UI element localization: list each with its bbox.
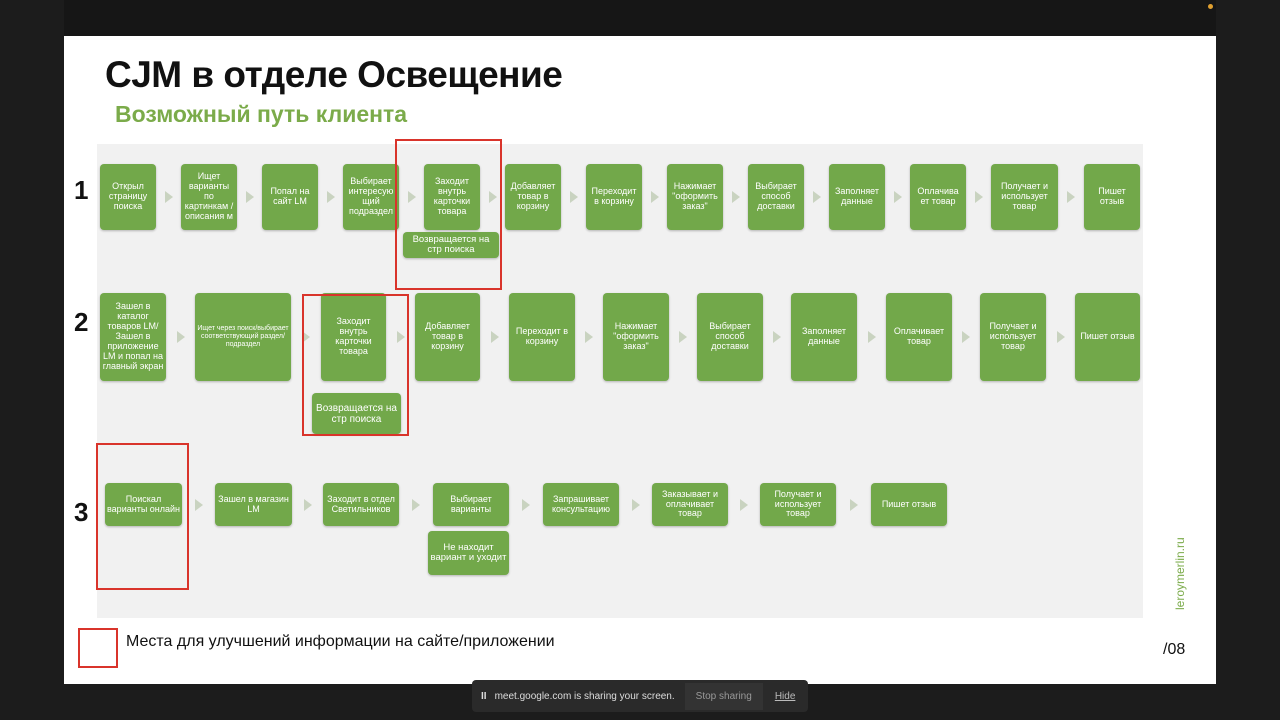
- slide-title: CJM в отделе Освещение: [105, 54, 563, 95]
- arrow-right-icon: [490, 331, 499, 343]
- journey-step: Получает и использует товар: [991, 164, 1058, 230]
- arrow-right-icon: [650, 191, 659, 203]
- arrow-right-icon: [176, 331, 185, 343]
- journey-step: Ищет через поиск/выбирает соответствующи…: [195, 293, 291, 381]
- stop-sharing-button[interactable]: Stop sharing: [684, 682, 763, 710]
- arrow-right-icon: [962, 331, 970, 343]
- arrow-right-icon: [1056, 331, 1065, 343]
- arrow-right-icon: [412, 498, 420, 511]
- arrow-right-icon: [407, 191, 416, 203]
- improvement-highlight: [395, 139, 502, 290]
- journey-step: Оплачива ет товар: [910, 164, 966, 230]
- arrow-right-icon: [731, 191, 740, 203]
- arrow-right-icon: [893, 191, 902, 203]
- journey-step: Заходит в отдел Светильников: [323, 483, 399, 526]
- window-top-bar: [64, 0, 1216, 36]
- journey-step: Пишет отзыв: [871, 483, 947, 526]
- journey-step: Получает и использует товар: [760, 483, 836, 526]
- journey-step: Добавляет товар в корзину: [415, 293, 480, 381]
- arrow-right-icon: [773, 331, 781, 343]
- brand-url: leroymerlin.ru: [1173, 537, 1187, 610]
- arrow-right-icon: [740, 498, 748, 511]
- screen-share-bar: II meet.google.com is sharing your scree…: [472, 680, 808, 712]
- journey-branch-step: Возвращается на стр поиска: [403, 232, 499, 258]
- improvement-highlight: [302, 294, 409, 436]
- journey-step: Зашел в каталог товаров LM/Зашел в прило…: [100, 293, 166, 381]
- journey-step: Заказывает и оплачивает товар: [652, 483, 728, 526]
- page-number: /08: [1163, 641, 1186, 658]
- arrow-right-icon: [303, 498, 312, 511]
- slide-subtitle: Возможный путь клиента: [115, 101, 408, 127]
- journey-step: Заполняет данные: [829, 164, 885, 230]
- row-number: 2: [74, 307, 89, 337]
- journey-step: Пишет отзыв: [1084, 164, 1140, 230]
- journey-step: Запрашивает консультацию: [543, 483, 619, 526]
- journey-step: Заходит внутрь карточки товара: [321, 293, 386, 381]
- journey-step: Выбирает варианты: [433, 483, 509, 526]
- arrow-right-icon: [326, 191, 335, 203]
- recording-indicator-icon: [1208, 4, 1213, 9]
- arrow-right-icon: [679, 331, 687, 343]
- journey-step: Выбирает способ доставки: [748, 164, 804, 230]
- journey-step: Переходит в корзину: [509, 293, 575, 381]
- journey-step: Заходит внутрь карточки товара: [424, 164, 480, 230]
- journey-branch-step: Возвращается на стр поиска: [312, 393, 401, 434]
- arrow-right-icon: [631, 498, 640, 511]
- journey-step: Ищет варианты по картинкам /описания м: [181, 164, 237, 230]
- arrow-right-icon: [849, 498, 858, 511]
- journey-step: Оплачивает товар: [886, 293, 952, 381]
- journey-step: Попал на сайт LM: [262, 164, 318, 230]
- arrow-right-icon: [488, 191, 497, 203]
- arrow-right-icon: [302, 331, 310, 343]
- journey-step: Получает и использует товар: [980, 293, 1046, 381]
- journey-step: Нажимает "оформить заказ": [603, 293, 669, 381]
- pause-icon[interactable]: II: [481, 690, 487, 702]
- share-message: meet.google.com is sharing your screen.: [494, 690, 675, 702]
- arrow-right-icon: [585, 331, 593, 343]
- journey-step: Поискал варианты онлайн: [105, 483, 182, 526]
- hide-button[interactable]: Hide: [774, 690, 796, 702]
- arrow-right-icon: [867, 331, 876, 343]
- journey-step: Переходит в корзину: [586, 164, 642, 230]
- journey-step: Пишет отзыв: [1075, 293, 1140, 381]
- journey-branch-step: Не находит вариант и уходит: [428, 531, 509, 575]
- arrow-right-icon: [396, 331, 405, 343]
- legend-text: Места для улучшений информации на сайте/…: [126, 633, 555, 650]
- journey-step: Добавляет товар в корзину: [505, 164, 561, 230]
- journey-step: Открыл страницу поиска: [100, 164, 156, 230]
- journey-step: Заполняет данные: [791, 293, 857, 381]
- journey-step: Выбирает способ доставки: [697, 293, 763, 381]
- row-number: 3: [74, 497, 89, 527]
- arrow-right-icon: [974, 191, 983, 203]
- arrow-right-icon: [812, 191, 821, 203]
- improvement-highlight: [96, 443, 189, 590]
- journey-step: Нажимает "оформить заказ": [667, 164, 723, 230]
- arrow-right-icon: [194, 498, 203, 511]
- legend-red-box-icon: [78, 628, 118, 668]
- journey-step: Выбирает интересую щий подраздел: [343, 164, 399, 230]
- arrow-right-icon: [1067, 191, 1075, 203]
- arrow-right-icon: [164, 191, 173, 203]
- arrow-right-icon: [245, 191, 254, 203]
- row-number: 1: [74, 175, 89, 205]
- arrow-right-icon: [522, 498, 530, 511]
- arrow-right-icon: [569, 191, 578, 203]
- journey-step: Зашел в магазин LM: [215, 483, 292, 526]
